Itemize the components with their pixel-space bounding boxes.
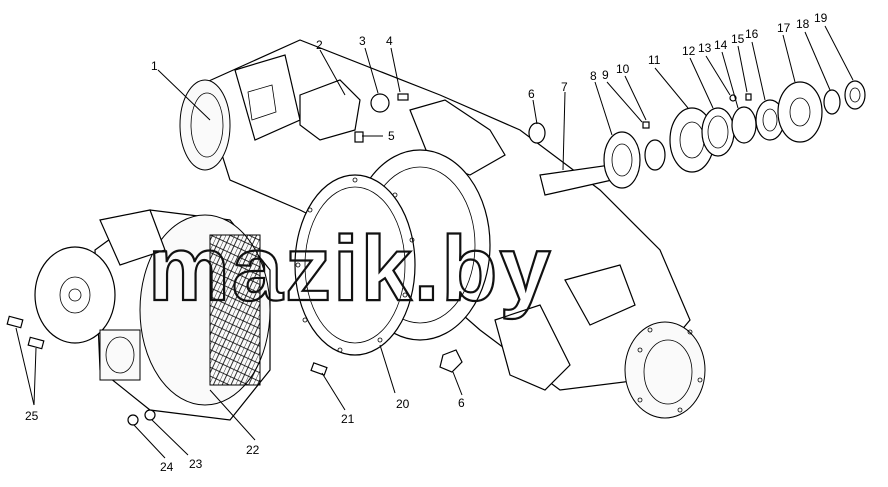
callout-23: 23	[189, 457, 203, 471]
hub-components	[603, 80, 866, 189]
callout-12: 12	[682, 44, 696, 58]
callout-20: 20	[396, 397, 410, 411]
watermark-text: mazik.by	[148, 218, 553, 320]
callout-9: 9	[602, 68, 609, 82]
final-drive-assembly	[34, 209, 271, 421]
leader-lines	[15, 25, 854, 459]
gasket	[294, 174, 416, 356]
callout-24: 24	[160, 460, 174, 474]
callout-18: 18	[796, 17, 810, 31]
callout-17: 17	[777, 21, 791, 35]
callout-4: 4	[386, 34, 393, 48]
callout-15: 15	[731, 32, 745, 46]
callout-11: 11	[648, 53, 661, 67]
callout-1: 1	[151, 59, 158, 73]
callout-5: 5	[388, 129, 395, 143]
callout-6a: 6	[528, 87, 535, 101]
small-parts	[6, 93, 546, 426]
callout-7: 7	[561, 80, 568, 94]
callout-14: 14	[714, 38, 728, 52]
callout-10: 10	[616, 62, 630, 76]
callout-2: 2	[316, 38, 323, 52]
callout-3: 3	[359, 34, 366, 48]
callout-19: 19	[814, 11, 828, 25]
callout-8: 8	[590, 69, 597, 83]
callout-labels: 1 2 3 4 5 6 7 8 9 10 11 12 13 14 15 16 1…	[25, 11, 828, 474]
callout-25: 25	[25, 409, 39, 423]
callout-13: 13	[698, 41, 712, 55]
callout-21: 21	[341, 412, 355, 426]
callout-22: 22	[246, 443, 260, 457]
callout-6b: 6	[458, 396, 465, 410]
callout-16: 16	[745, 27, 759, 41]
